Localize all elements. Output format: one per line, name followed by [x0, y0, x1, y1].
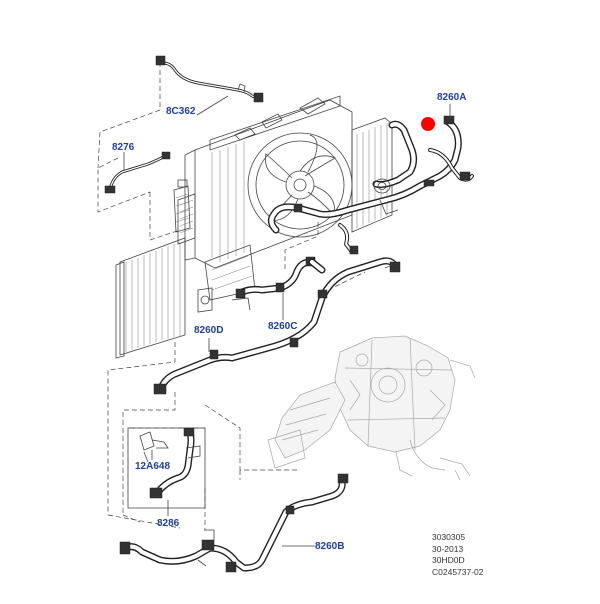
- reference-line-2: 30-2013: [432, 543, 464, 554]
- part-label-8c362[interactable]: 8C362: [166, 106, 196, 117]
- part-8260a-upper-hose: [267, 115, 474, 255]
- part-label-8276[interactable]: 8276: [112, 142, 135, 153]
- part-8276-vent-hose: [104, 151, 171, 194]
- reference-line-4: C0245737-02: [432, 566, 484, 577]
- part-8260c-middle-hose: [235, 256, 326, 299]
- part-label-8260b[interactable]: 8260B: [315, 541, 345, 552]
- part-8286-lower-hose: [149, 427, 201, 499]
- reference-line-1: 3030305: [432, 532, 466, 542]
- part-label-12a648[interactable]: 12A648: [135, 461, 171, 472]
- part-label-8260c[interactable]: 8260C: [268, 321, 298, 332]
- part-8260b-bottom-hose: [119, 473, 349, 573]
- label-leaders: [123, 95, 451, 547]
- dashed-leader-lines: [97, 62, 401, 530]
- part-label-8286[interactable]: 8286: [157, 518, 180, 529]
- engine-block-illustration: [267, 335, 476, 481]
- part-label-8260a[interactable]: 8260A: [437, 92, 467, 103]
- part-12a648-bracket: [139, 431, 169, 463]
- expansion-tank-illustration: [173, 179, 191, 233]
- selection-hotspot-marker[interactable]: [421, 117, 435, 131]
- part-8c362-vent-pipe: [155, 55, 264, 103]
- part-8260d-long-hose: [153, 257, 401, 395]
- diagram-reference-block: 3030305 30-2013 30HD0D C0245737-02: [432, 532, 484, 578]
- part-label-8260d[interactable]: 8260D: [194, 325, 224, 336]
- reference-line-3: 30HD0D: [432, 555, 465, 565]
- radiator-core-illustration: [115, 237, 186, 359]
- radiator-fan-assembly-illustration: [177, 95, 393, 313]
